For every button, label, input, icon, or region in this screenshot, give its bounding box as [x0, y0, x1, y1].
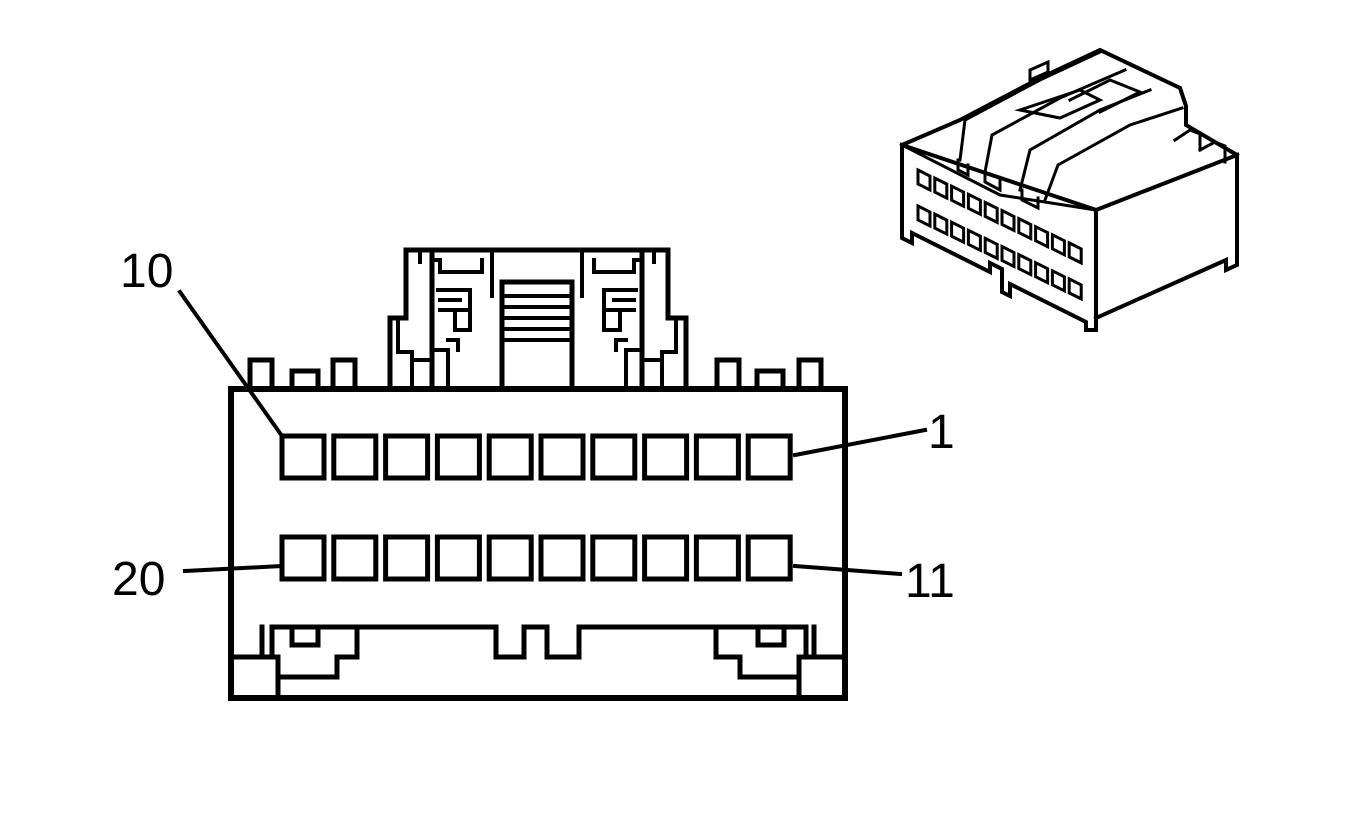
iso-pin-cavity	[983, 235, 999, 261]
top-tab	[714, 357, 742, 392]
connector-face: 10 1 20 11	[112, 245, 955, 701]
pin-cavity	[538, 534, 586, 582]
pin-cavity	[745, 534, 793, 582]
connector-isometric-view	[899, 47, 1240, 332]
bottom-keying	[228, 624, 848, 701]
leader-line-10	[177, 289, 285, 439]
pin-cavity	[745, 433, 793, 481]
iso-pin-cavity	[1067, 240, 1083, 266]
top-tab	[330, 357, 358, 392]
iso-pin-cavity	[950, 219, 966, 245]
pin-label-10: 10	[120, 245, 173, 298]
pin-cavity	[590, 433, 638, 481]
pin-cavity	[486, 433, 534, 481]
iso-pin-cavity	[983, 199, 999, 225]
pin-cavity	[434, 433, 482, 481]
cavity-row-top	[279, 433, 793, 481]
pin-label-11: 11	[905, 555, 955, 608]
pin-cavity	[434, 534, 482, 582]
iso-pin-cavity	[966, 227, 982, 253]
iso-pin-cavity	[933, 211, 949, 237]
leader-line-20	[182, 563, 285, 574]
iso-pin-cavity	[1067, 276, 1083, 302]
pin-cavity	[693, 534, 741, 582]
leader-line-11	[792, 563, 903, 577]
iso-pin-cavity	[916, 167, 932, 193]
pin-cavity	[331, 534, 379, 582]
pin-cavity	[331, 433, 379, 481]
iso-pin-cavity	[1034, 260, 1050, 286]
cavity-row-bottom	[279, 534, 793, 582]
iso-pin-cavity	[966, 191, 982, 217]
pin-cavity	[693, 433, 741, 481]
iso-pin-cavity	[1034, 224, 1050, 250]
pin-cavity	[642, 534, 690, 582]
top-tab	[796, 357, 824, 392]
iso-pin-cavity	[933, 175, 949, 201]
pin-label-20: 20	[112, 553, 165, 606]
iso-pin-cavity	[1000, 208, 1016, 233]
pin-cavity	[383, 534, 431, 582]
iso-pin-cavity	[1000, 244, 1016, 269]
iso-pin-cavity	[1017, 252, 1033, 278]
iso-pin-cavity	[1050, 268, 1066, 294]
pin-cavity	[642, 433, 690, 481]
locking-latch	[387, 247, 689, 392]
iso-cavity-row-top	[916, 167, 1083, 266]
iso-pin-cavity	[916, 203, 932, 229]
iso-pin-cavity	[950, 183, 966, 209]
pin-cavity	[538, 433, 586, 481]
top-tab	[289, 368, 321, 392]
leader-line-1	[792, 427, 928, 458]
iso-cavity-row-bottom	[916, 203, 1083, 302]
pin-cavity	[279, 534, 327, 582]
top-tab	[247, 357, 275, 392]
pin-cavity	[486, 534, 534, 582]
pin-cavity	[383, 433, 431, 481]
iso-pin-cavity	[1017, 216, 1033, 242]
top-tab	[754, 368, 786, 392]
pin-label-1: 1	[928, 406, 955, 459]
pin-cavity	[279, 433, 327, 481]
pin-cavity	[590, 534, 638, 582]
iso-pin-cavity	[1050, 232, 1066, 258]
